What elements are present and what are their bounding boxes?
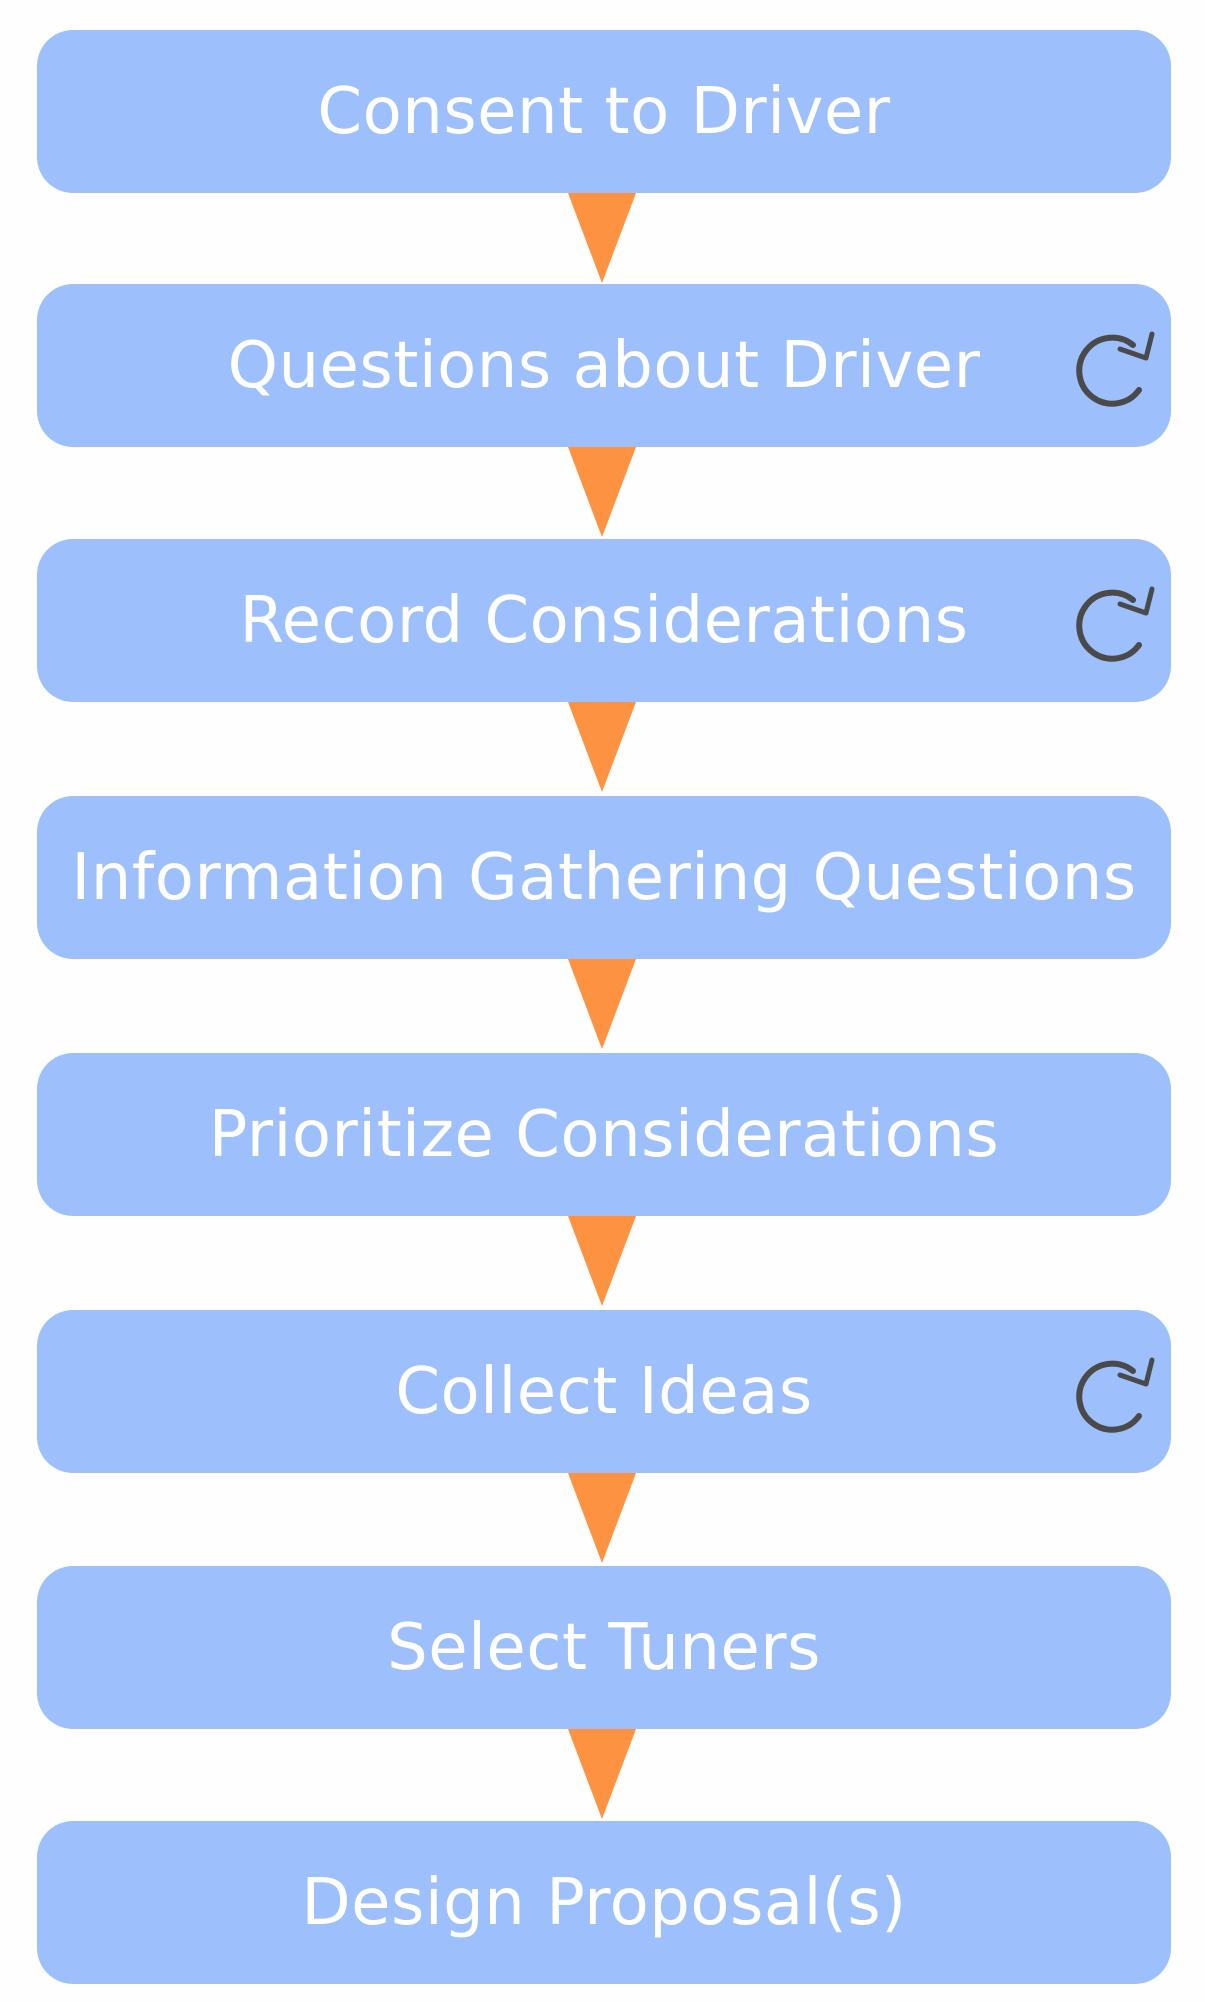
step-consent-to-driver: Consent to Driver (37, 30, 1171, 193)
step-select-tuners: Select Tuners (37, 1566, 1171, 1729)
flow-arrow-icon (568, 702, 636, 792)
step-record-considerations: Record Considerations (37, 539, 1171, 702)
step-label: Questions about Driver (227, 328, 981, 403)
step-label: Consent to Driver (317, 74, 891, 149)
flow-arrow-icon (568, 1729, 636, 1819)
flow-arrow-icon (568, 959, 636, 1049)
step-label: Record Considerations (239, 583, 969, 658)
cycle-arrow-icon (1076, 1357, 1155, 1433)
step-label: Select Tuners (387, 1610, 821, 1685)
flow-arrow-icon (568, 1473, 636, 1563)
cycle-arrow-icon (1076, 586, 1155, 662)
step-label: Prioritize Considerations (208, 1097, 1000, 1172)
step-collect-ideas: Collect Ideas (37, 1310, 1171, 1473)
step-questions-about-driver: Questions about Driver (37, 284, 1171, 447)
flow-arrow-icon (568, 1216, 636, 1306)
step-information-gathering-questions: Information Gathering Questions (37, 796, 1171, 959)
step-label: Collect Ideas (395, 1354, 813, 1429)
step-design-proposals: Design Proposal(s) (37, 1821, 1171, 1984)
cycle-arrow-icon (1076, 331, 1155, 407)
step-label: Information Gathering Questions (71, 840, 1137, 915)
flow-arrow-icon (568, 447, 636, 537)
step-prioritize-considerations: Prioritize Considerations (37, 1053, 1171, 1216)
flow-arrow-icon (568, 193, 636, 283)
step-label: Design Proposal(s) (301, 1865, 907, 1940)
